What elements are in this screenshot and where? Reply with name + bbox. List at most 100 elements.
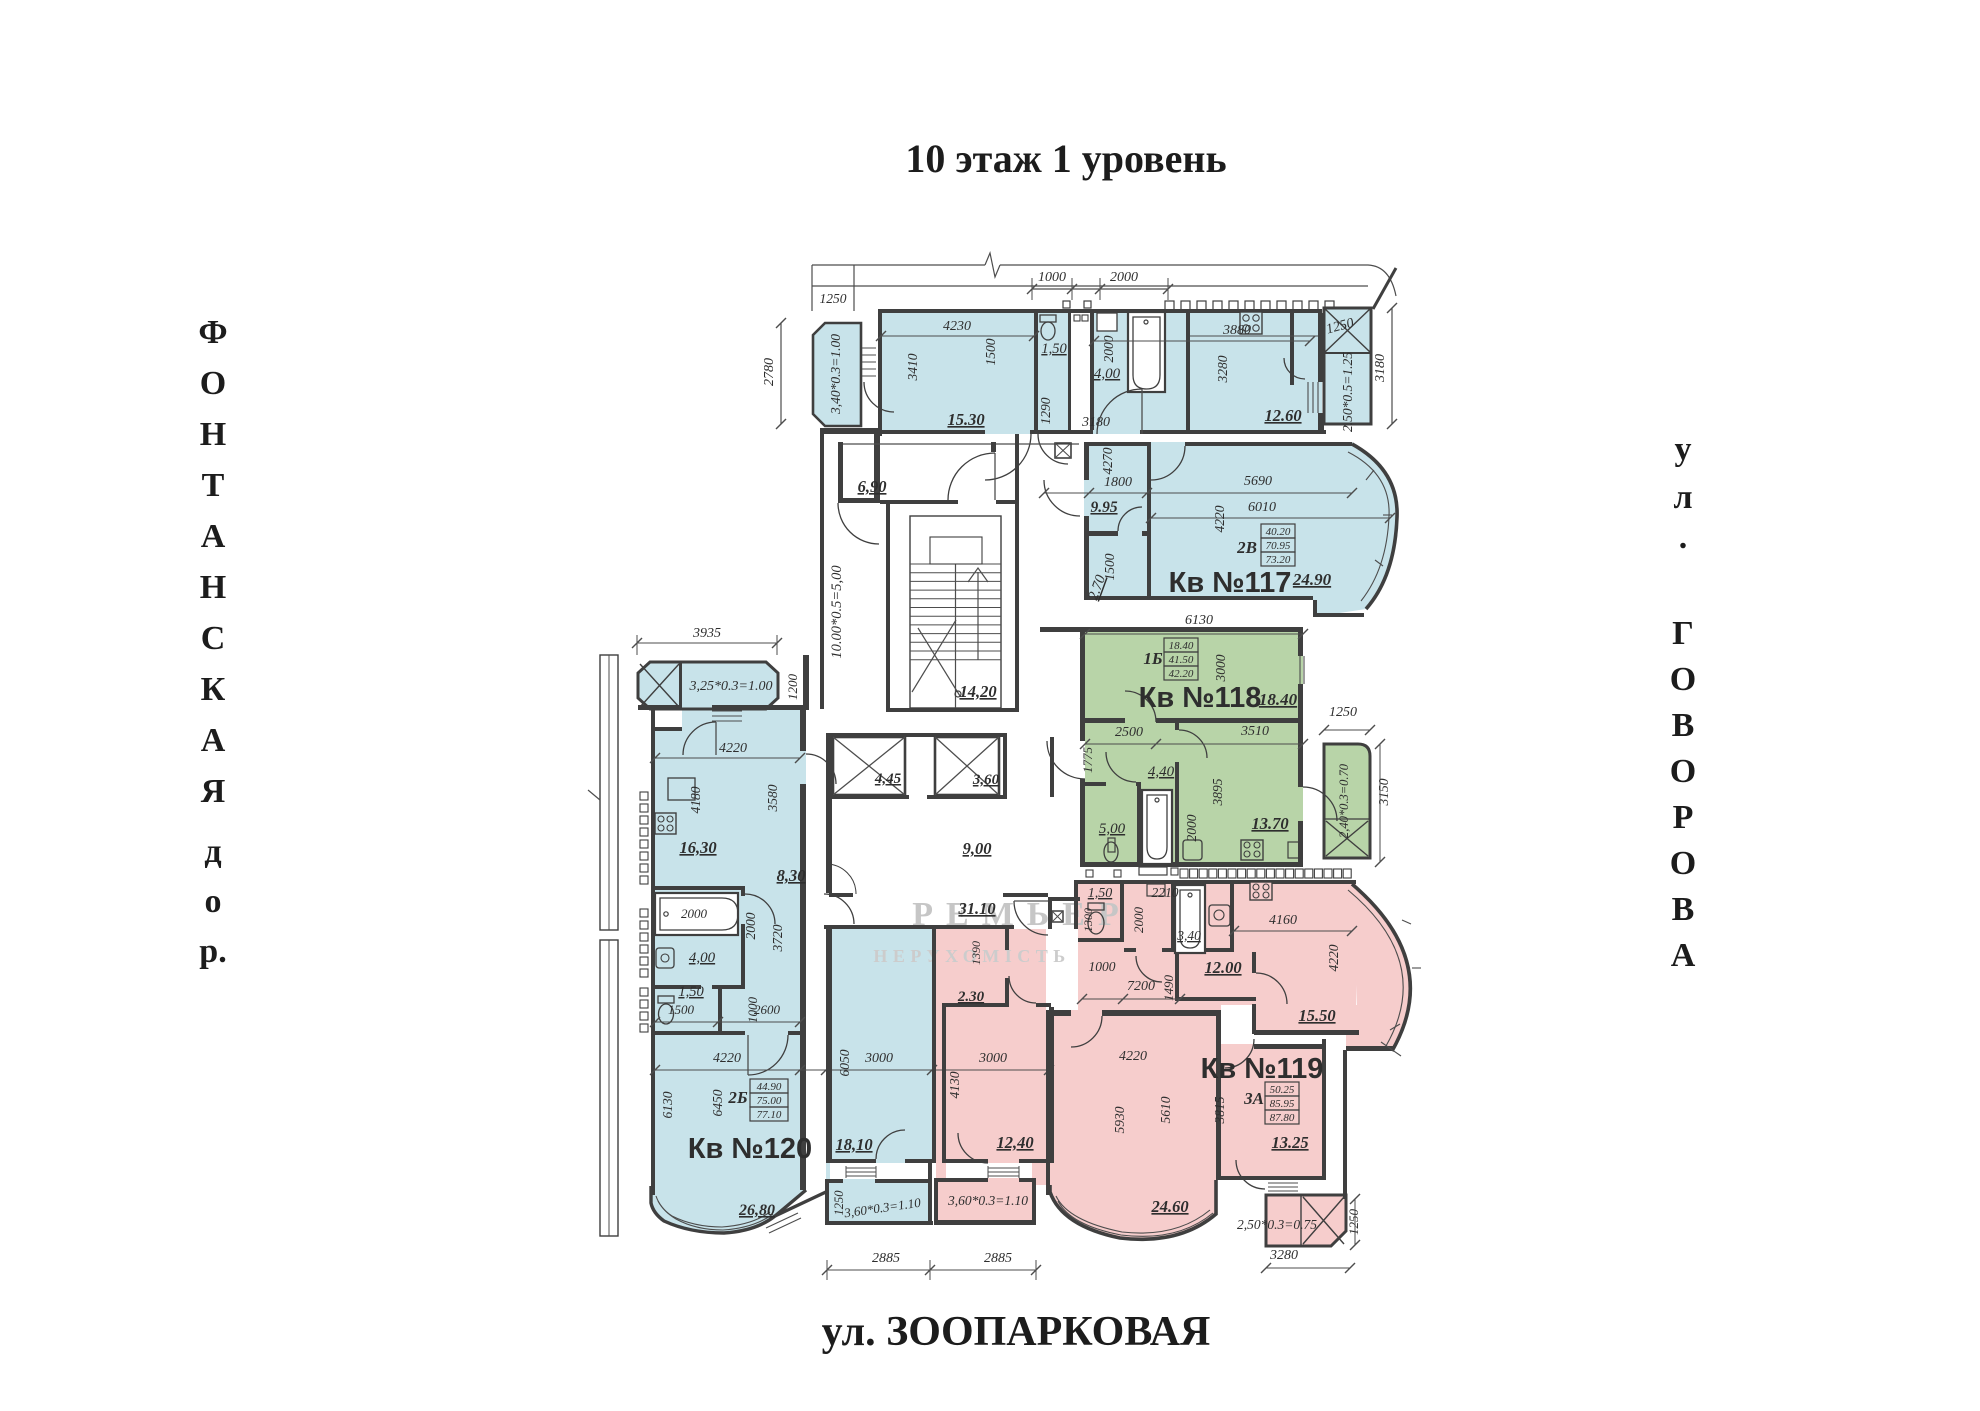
- svg-text:2000: 2000: [1110, 270, 1138, 285]
- svg-text:р.: р.: [199, 933, 226, 970]
- svg-text:42.20: 42.20: [1169, 668, 1194, 680]
- svg-text:В: В: [1672, 891, 1695, 928]
- svg-text:Г: Г: [1672, 615, 1694, 652]
- svg-text:д: д: [204, 833, 221, 870]
- svg-text:13.25: 13.25: [1271, 1133, 1308, 1152]
- svg-text:6010: 6010: [1248, 500, 1276, 515]
- svg-text:6050: 6050: [837, 1049, 852, 1076]
- svg-text:4270: 4270: [1100, 447, 1115, 474]
- svg-text:50.25: 50.25: [1270, 1084, 1295, 1096]
- svg-text:1300: 1300: [1081, 908, 1095, 932]
- svg-text:2600: 2600: [754, 1002, 781, 1017]
- svg-text:18.40: 18.40: [1169, 640, 1194, 652]
- svg-text:.: .: [1679, 519, 1688, 556]
- svg-text:12,40: 12,40: [996, 1133, 1033, 1152]
- svg-text:К: К: [201, 671, 226, 708]
- svg-text:1250: 1250: [832, 1190, 846, 1216]
- svg-text:НЕРУХОМІСТЬ: НЕРУХОМІСТЬ: [873, 946, 1070, 966]
- svg-text:2000: 2000: [1131, 907, 1146, 934]
- svg-text:1,50: 1,50: [1088, 886, 1113, 901]
- svg-text:О: О: [1670, 753, 1696, 790]
- svg-text:1500: 1500: [983, 338, 998, 365]
- svg-text:6450: 6450: [710, 1089, 725, 1116]
- svg-text:40.20: 40.20: [1266, 526, 1291, 538]
- svg-text:1290: 1290: [1038, 397, 1053, 424]
- svg-text:2,50*0.3=0.75: 2,50*0.3=0.75: [1237, 1217, 1317, 1232]
- svg-text:2885: 2885: [872, 1251, 900, 1266]
- svg-text:9,00: 9,00: [963, 839, 992, 858]
- svg-text:24.60: 24.60: [1150, 1197, 1188, 1216]
- svg-text:16,30: 16,30: [679, 838, 716, 857]
- svg-text:44.90: 44.90: [757, 1081, 782, 1093]
- svg-text:2.30: 2.30: [957, 989, 985, 1005]
- svg-text:3720: 3720: [770, 924, 785, 952]
- svg-text:Н: Н: [200, 416, 226, 453]
- svg-text:4220: 4220: [1119, 1049, 1147, 1064]
- svg-text:1490: 1490: [1161, 975, 1176, 1002]
- svg-text:3,25*0.3=1.00: 3,25*0.3=1.00: [689, 679, 773, 694]
- svg-text:4,00: 4,00: [1094, 366, 1121, 382]
- svg-text:2.50*0.5=1.25: 2.50*0.5=1.25: [1340, 352, 1355, 432]
- svg-text:3815: 3815: [1212, 1096, 1227, 1124]
- svg-text:31.10: 31.10: [957, 899, 995, 918]
- svg-text:1250: 1250: [1329, 705, 1357, 720]
- svg-text:3180: 3180: [1373, 354, 1388, 383]
- svg-text:1000: 1000: [1038, 270, 1066, 285]
- svg-text:2000: 2000: [1184, 814, 1199, 841]
- svg-text:Т: Т: [202, 467, 225, 504]
- svg-text:2000: 2000: [1101, 335, 1116, 362]
- svg-text:Н: Н: [200, 569, 226, 606]
- svg-text:2885: 2885: [984, 1251, 1012, 1266]
- svg-text:Кв №118: Кв №118: [1139, 682, 1262, 714]
- svg-text:75.00: 75.00: [757, 1095, 782, 1107]
- svg-text:5610: 5610: [1158, 1096, 1173, 1123]
- svg-text:3000: 3000: [864, 1051, 893, 1066]
- svg-text:3180: 3180: [1081, 415, 1110, 430]
- svg-text:3510: 3510: [1240, 724, 1269, 739]
- svg-text:14,20: 14,20: [959, 682, 996, 701]
- svg-text:5690: 5690: [1244, 474, 1272, 489]
- svg-text:3880: 3880: [1222, 323, 1251, 338]
- svg-text:3935: 3935: [692, 626, 721, 641]
- svg-text:4160: 4160: [1269, 913, 1297, 928]
- svg-text:4220: 4220: [713, 1051, 741, 1066]
- svg-text:3,60*0.3=1.10: 3,60*0.3=1.10: [947, 1193, 1028, 1208]
- svg-text:4130: 4130: [947, 1071, 962, 1098]
- svg-text:3000: 3000: [978, 1051, 1007, 1066]
- svg-text:1390: 1390: [969, 941, 983, 965]
- svg-text:л: л: [1673, 479, 1692, 516]
- svg-text:1000: 1000: [745, 997, 760, 1024]
- svg-text:1,50: 1,50: [1041, 341, 1067, 357]
- svg-text:2,40*0.3=0.70: 2,40*0.3=0.70: [1337, 763, 1351, 838]
- svg-text:В: В: [1672, 707, 1695, 744]
- svg-text:6,90: 6,90: [858, 477, 887, 496]
- svg-text:1250: 1250: [1325, 316, 1356, 338]
- svg-text:5,00: 5,00: [1099, 821, 1126, 837]
- svg-text:Я: Я: [201, 773, 226, 810]
- svg-text:3280: 3280: [1269, 1248, 1298, 1263]
- svg-text:4,40: 4,40: [1148, 764, 1175, 780]
- svg-text:о: о: [205, 883, 222, 920]
- svg-text:4,00: 4,00: [689, 950, 716, 966]
- svg-text:1500: 1500: [1102, 553, 1117, 580]
- svg-text:5930: 5930: [1112, 1106, 1127, 1133]
- svg-text:3000: 3000: [1213, 654, 1228, 682]
- svg-text:О: О: [1670, 845, 1696, 882]
- svg-text:3895: 3895: [1210, 778, 1225, 806]
- svg-text:1200: 1200: [785, 674, 800, 701]
- svg-text:2Б: 2Б: [727, 1088, 748, 1107]
- svg-text:1Б: 1Б: [1143, 649, 1163, 668]
- svg-text:3410: 3410: [905, 353, 920, 381]
- svg-text:Кв №119: Кв №119: [1201, 1053, 1324, 1085]
- svg-text:1,50: 1,50: [678, 984, 704, 1000]
- svg-text:1250: 1250: [1346, 1209, 1361, 1236]
- svg-text:10.00*0.5=5,00: 10.00*0.5=5,00: [829, 565, 845, 659]
- svg-text:Р: Р: [1673, 799, 1694, 836]
- svg-text:1250: 1250: [820, 291, 847, 306]
- svg-text:73.20: 73.20: [1266, 554, 1291, 566]
- svg-text:4220: 4220: [1326, 944, 1341, 971]
- svg-text:24.90: 24.90: [1292, 570, 1332, 589]
- svg-text:Ф: Ф: [198, 314, 227, 351]
- svg-text:6130: 6130: [1185, 613, 1213, 628]
- svg-text:3,40: 3,40: [1176, 928, 1201, 943]
